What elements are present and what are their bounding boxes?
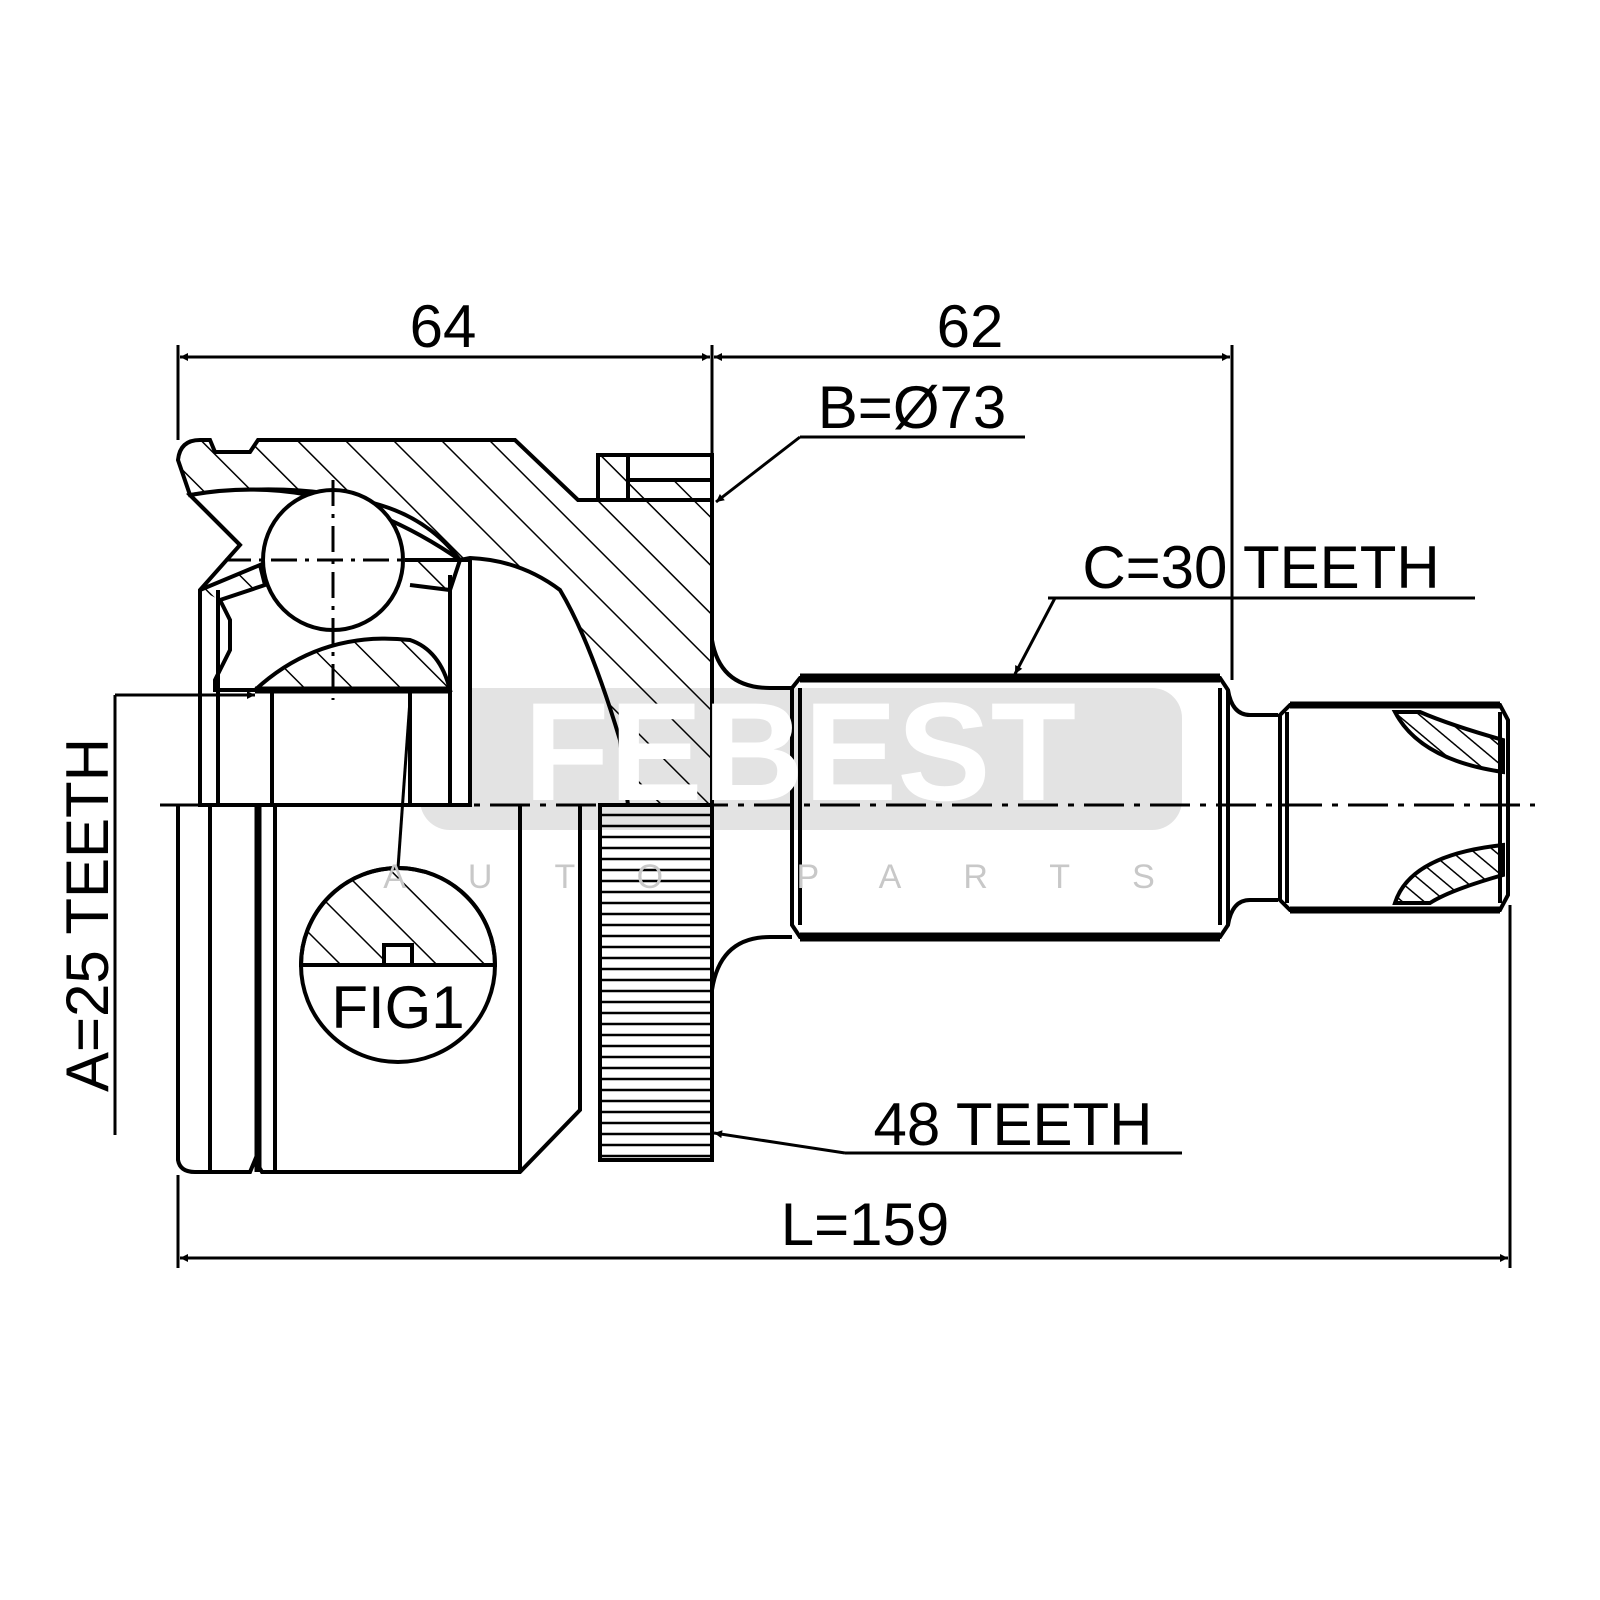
svg-text:FIG1: FIG1 — [331, 974, 464, 1041]
watermark-brand: FEBEST — [524, 673, 1076, 830]
dim-64: 64 — [410, 293, 477, 360]
label-c-teeth: C=30 TEETH — [1082, 534, 1439, 601]
watermark: FEBEST AUTO PARTS — [383, 673, 1217, 896]
watermark-tagline: AUTO PARTS — [383, 858, 1217, 896]
housing-section — [175, 438, 714, 807]
stub-shaft — [710, 639, 1510, 991]
dimensions — [113, 345, 1512, 1268]
fig1-detail: FIG1 — [298, 699, 498, 1064]
label-abs-teeth: 48 TEETH — [874, 1091, 1153, 1158]
label-a-teeth: A=25 TEETH — [54, 738, 121, 1092]
dimension-labels: 64 62 B=Ø73 C=30 TEETH A=25 TEETH 48 TEE… — [54, 293, 1440, 1258]
dim-62: 62 — [937, 293, 1004, 360]
abs-ring-teeth-lines — [600, 813, 712, 1158]
label-length: L=159 — [781, 1191, 950, 1258]
label-b-diameter: B=Ø73 — [818, 374, 1006, 441]
